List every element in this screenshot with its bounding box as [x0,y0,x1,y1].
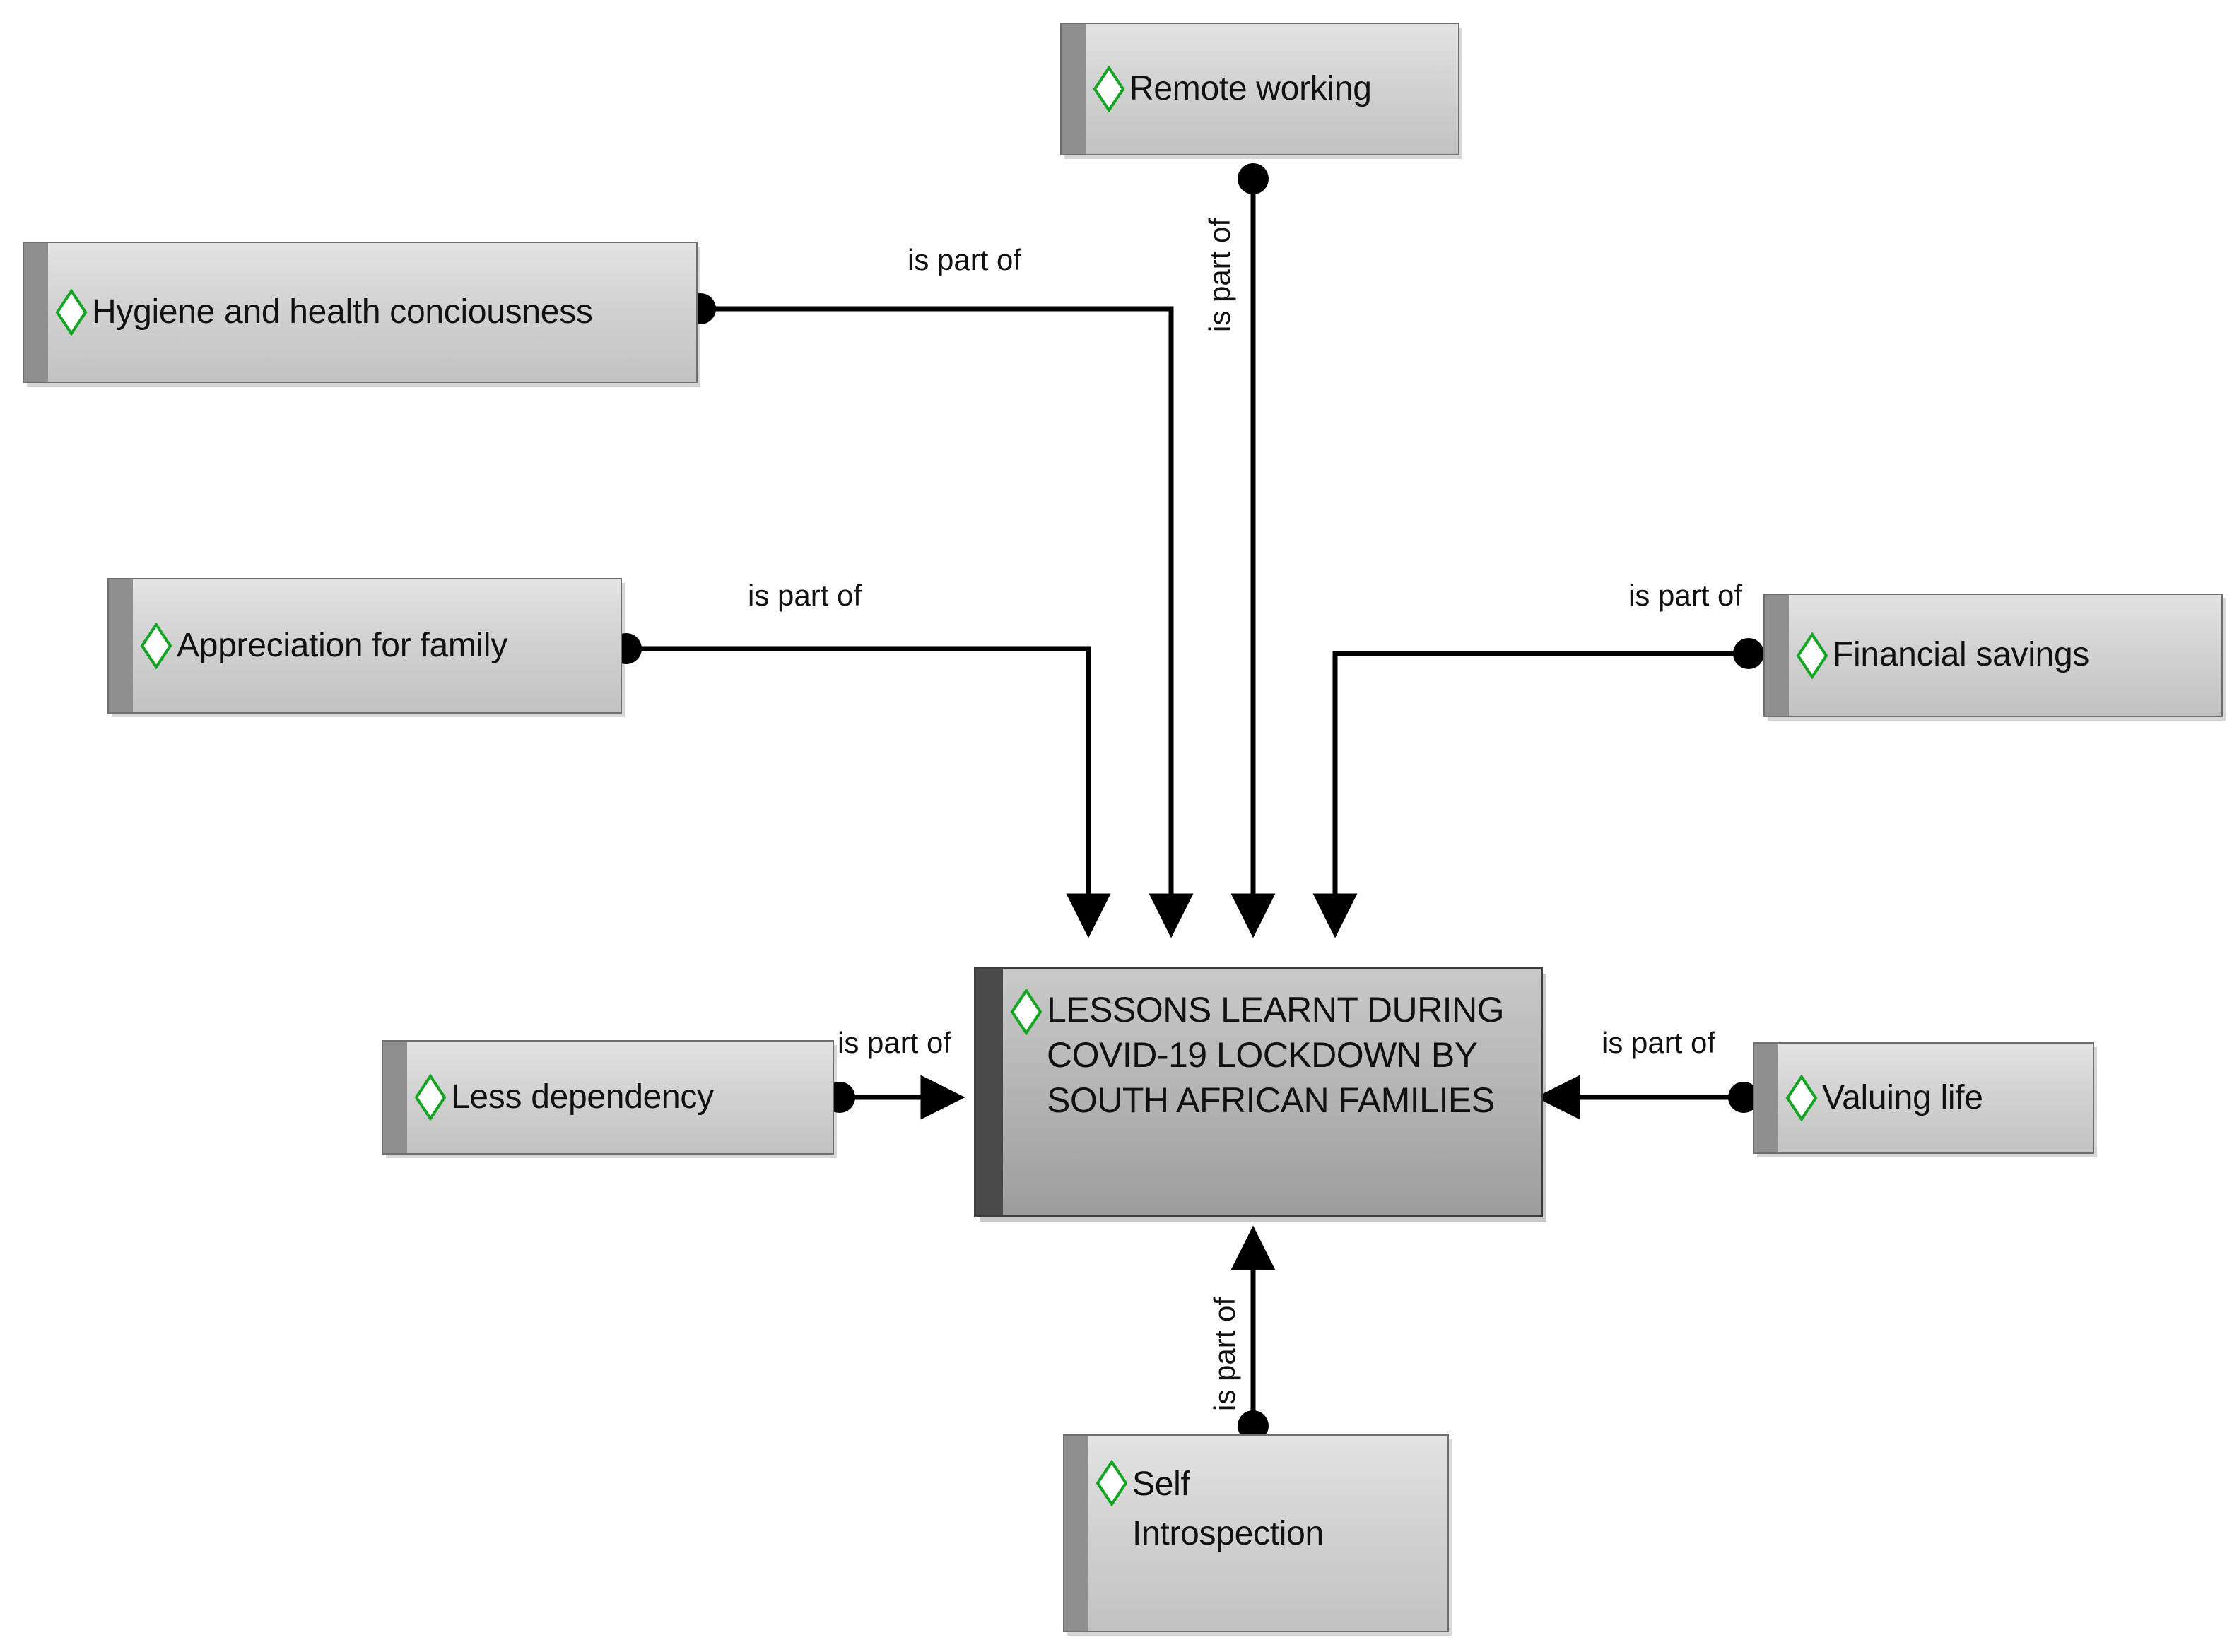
node-content: Hygiene and health conciousness [48,243,696,382]
green-diamond-icon [1096,1460,1128,1506]
node-remote-working[interactable]: Remote working [1060,23,1459,155]
node-label: Self Introspection [1132,1465,1324,1552]
green-diamond-icon [1093,66,1125,112]
edge-less-dependency [824,1075,965,1120]
node-valuing-life[interactable]: Valuing life [1753,1042,2094,1154]
node-appreciation[interactable]: Appreciation for family [107,578,622,714]
node-content: Financial savings [1789,595,2221,716]
edge-label-financial: is part of [1628,579,1743,612]
node-content: Remote working [1086,24,1458,154]
green-diamond-icon [140,623,172,669]
node-self-introspection[interactable]: Self Introspection [1063,1434,1449,1632]
edge-label-less-dependency: is part of [838,1026,952,1059]
green-diamond-icon [1796,632,1828,679]
edge-label-self: is part of [1208,1297,1241,1411]
node-central-lessons-learnt[interactable]: LESSONS LEARNT DURING COVID-19 LOCKDOWN … [974,967,1543,1217]
node-label: Valuing life [1822,1078,1983,1116]
node-content: Less dependency [407,1042,833,1153]
green-diamond-icon [414,1074,447,1121]
node-label: Financial savings [1833,636,2090,674]
edge-remote-working [1230,163,1276,938]
node-less-dependency[interactable]: Less dependency [382,1040,834,1155]
edge-appreciation [611,633,1111,938]
edge-valuing-life [1535,1075,1759,1120]
node-label: Hygiene and health conciousness [92,293,593,331]
node-label: Remote working [1129,69,1372,107]
node-label: Less dependency [451,1078,714,1116]
node-hygiene[interactable]: Hygiene and health conciousness [23,242,698,383]
node-label: Appreciation for family [177,626,507,664]
edge-financial [1312,638,1764,938]
green-diamond-icon [1010,989,1042,1035]
node-financial[interactable]: Financial savings [1763,594,2223,717]
edge-label-valuing-life: is part of [1602,1026,1716,1059]
green-diamond-icon [1785,1075,1818,1121]
node-content: Self Introspection [1088,1436,1447,1631]
edge-label-hygiene: is part of [908,243,1022,276]
edge-label-remote-working: is part of [1203,218,1236,332]
node-content: Appreciation for family [133,579,621,712]
edge-self [1230,1225,1276,1441]
edge-hygiene [685,293,1194,938]
node-content: Valuing life [1778,1044,2093,1152]
central-node-label: LESSONS LEARNT DURING COVID-19 LOCKDOWN … [1047,990,1505,1120]
green-diamond-icon [55,289,88,336]
node-content: LESSONS LEARNT DURING COVID-19 LOCKDOWN … [1003,969,1541,1215]
edge-line [700,306,1194,938]
edge-label-appreciation: is part of [748,579,862,612]
edge-line [1312,651,1749,938]
edge-line [626,646,1111,938]
